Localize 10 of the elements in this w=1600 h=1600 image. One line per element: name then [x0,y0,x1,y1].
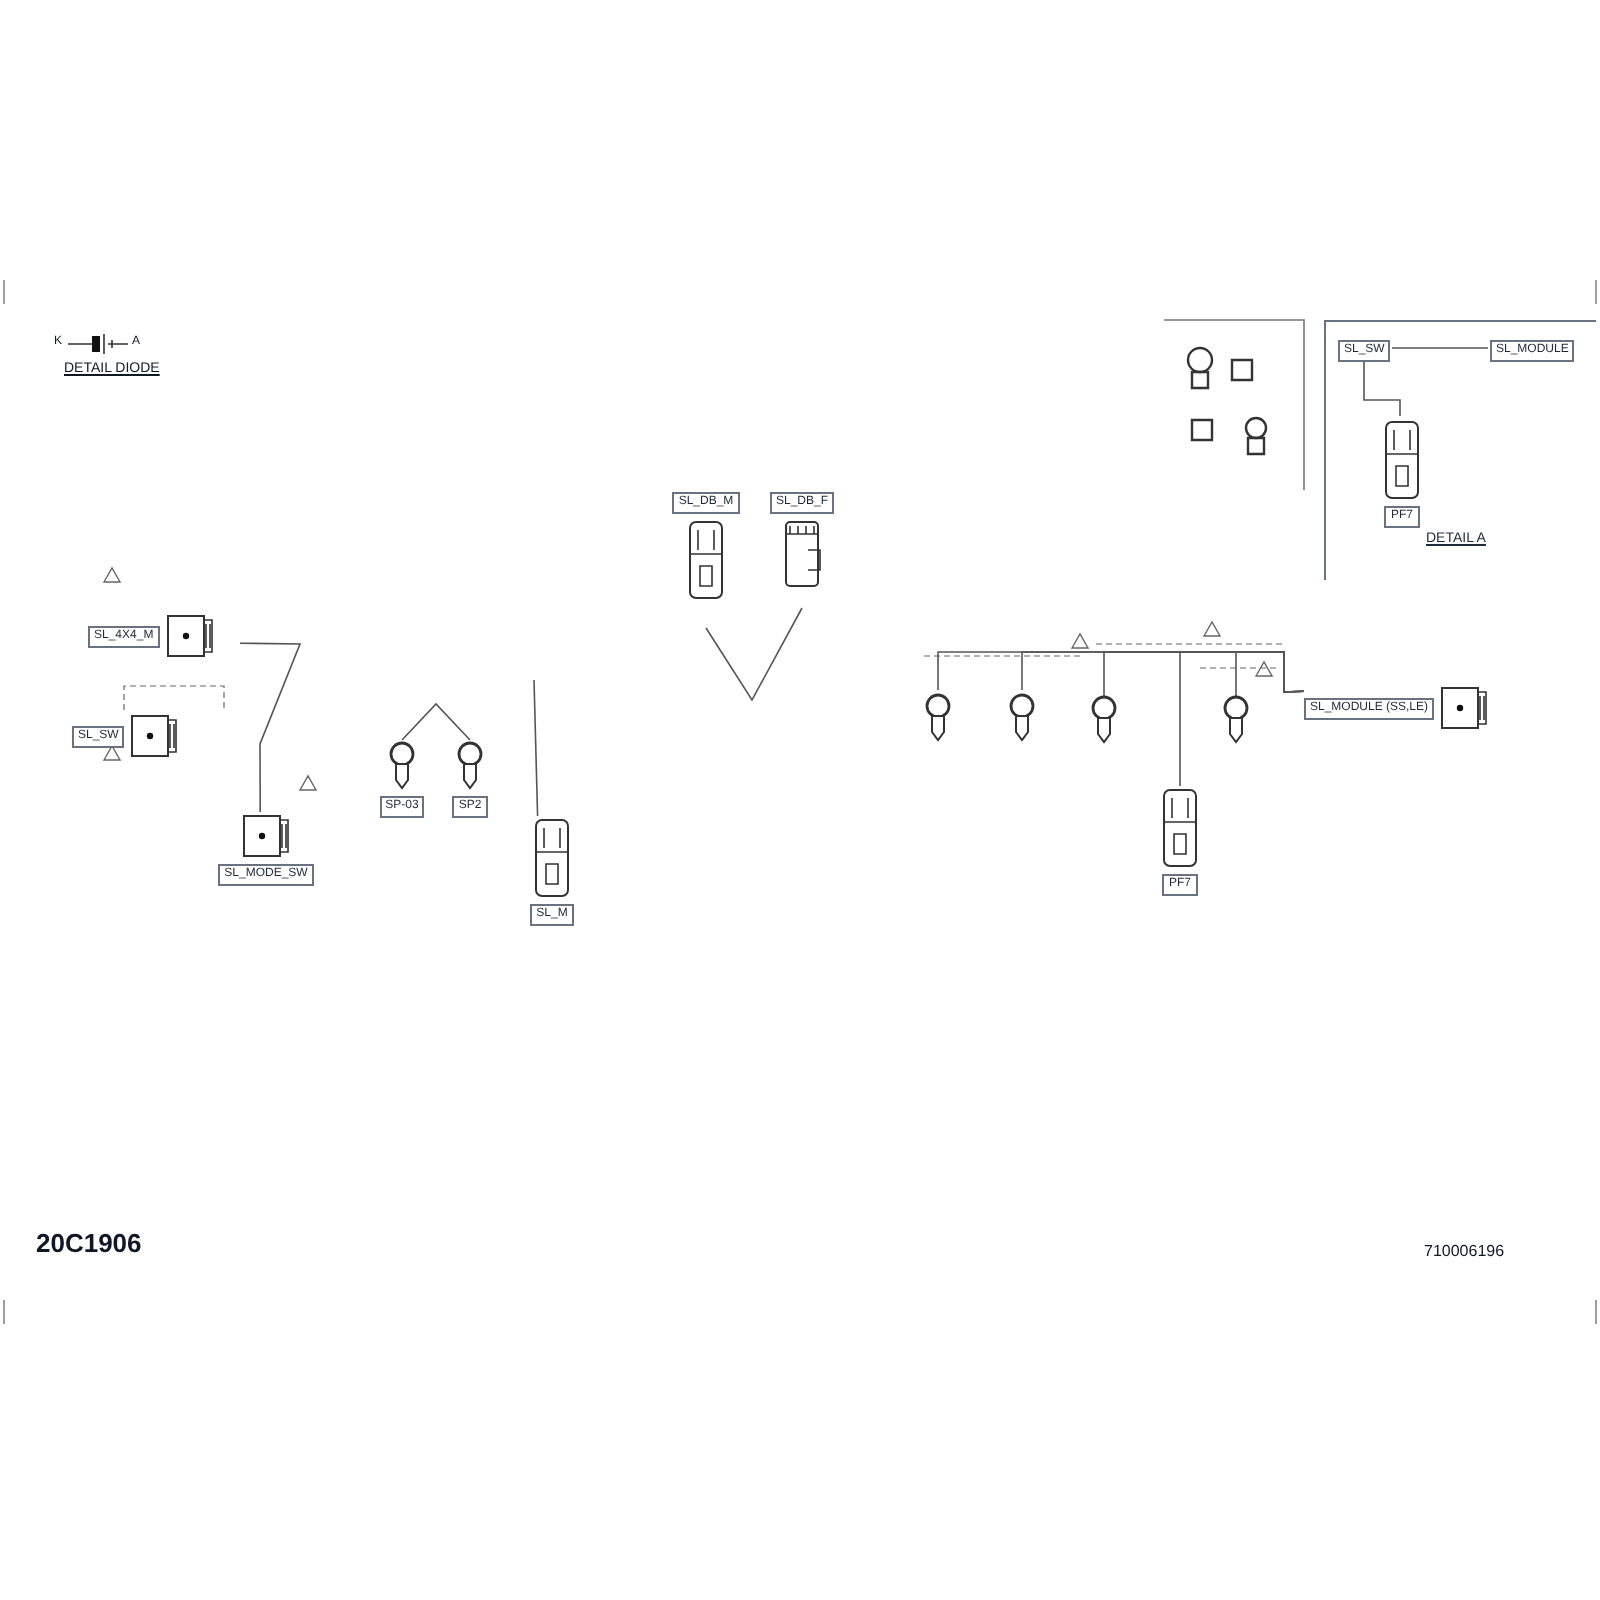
wire [1363,359,1401,417]
drawing-note: 20C1906 [36,1226,142,1262]
detail-panel [1324,320,1596,580]
wire [533,679,539,817]
wire [1179,651,1305,787]
wire [401,702,471,741]
wire [239,642,302,813]
wire [705,607,803,702]
drawing-note: 710006196 [1424,1240,1505,1264]
wire [1391,347,1489,349]
